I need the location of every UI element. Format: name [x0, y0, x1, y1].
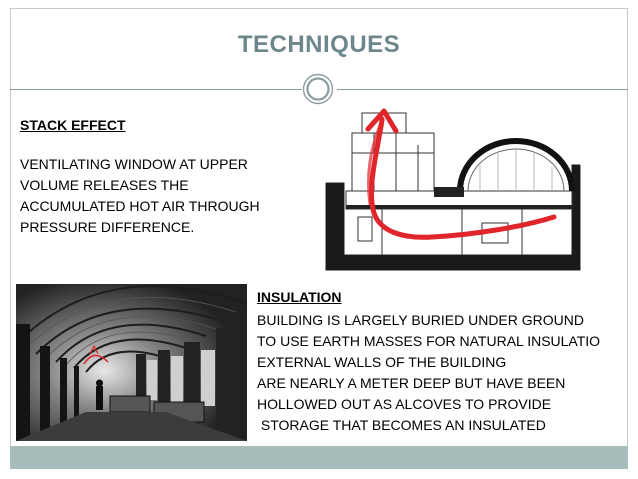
stack-effect-line: VENTILATING WINDOW AT UPPER	[20, 156, 248, 172]
stack-effect-line: ACCUMULATED HOT AIR THROUGH	[20, 198, 260, 214]
insulation-text: BUILDING IS LARGELY BURIED UNDER GROUND …	[257, 310, 628, 436]
insulation-line: BUILDING IS LARGELY BURIED UNDER GROUND	[257, 312, 584, 328]
title-rule-left	[10, 89, 302, 90]
insulation-line: STORAGE THAT BECOMES AN INSULATED	[257, 417, 546, 433]
stack-effect-text: VENTILATING WINDOW AT UPPER VOLUME RELEA…	[20, 154, 310, 238]
building-section-drawing	[322, 105, 584, 273]
slide-title: TECHNIQUES	[237, 31, 401, 58]
insulation-line: ARE NEARLY A METER DEEP BUT HAVE BEEN	[257, 375, 566, 391]
circle-ornament-icon	[302, 73, 334, 105]
title-rule-right	[337, 89, 628, 90]
insulation-line: EXTERNAL WALLS OF THE BUILDING	[257, 354, 507, 370]
insulation-line: HOLLOWED OUT AS ALCOVES TO PROVIDE	[257, 396, 552, 412]
stack-effect-line: VOLUME RELEASES THE	[20, 177, 189, 193]
vaulted-corridor-photo	[16, 284, 247, 441]
stack-effect-heading: STACK EFFECT	[20, 117, 126, 133]
stack-effect-line: PRESSURE DIFFERENCE.	[20, 219, 195, 235]
insulation-heading: INSULATION	[257, 289, 342, 305]
insulation-line: TO USE EARTH MASSES FOR NATURAL INSULATI…	[257, 333, 601, 349]
footer-band	[10, 446, 628, 469]
